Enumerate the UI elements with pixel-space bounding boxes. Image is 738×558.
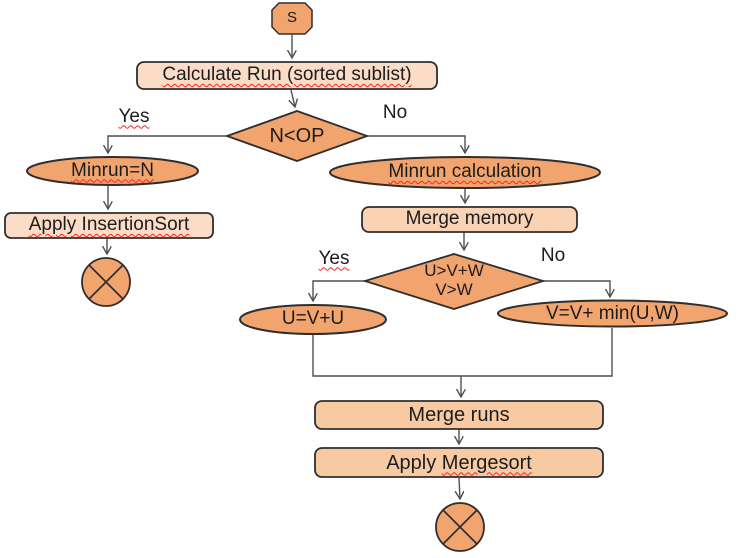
decision2-line1: U>V+W xyxy=(424,260,484,280)
edge-join-lines xyxy=(312,328,613,377)
decision1-yes-label: Yes xyxy=(118,105,150,127)
start-node-label: S xyxy=(286,9,297,27)
decision-n-op xyxy=(224,110,370,162)
process-merge-memory xyxy=(361,206,578,233)
apply-mergesort-word: Mergesort xyxy=(441,451,532,474)
node-minrun-n xyxy=(26,156,199,186)
process-calculate-run xyxy=(136,61,438,90)
process-merge-runs xyxy=(314,400,604,430)
process-apply-mergesort xyxy=(314,447,604,478)
edge-decision2-yes xyxy=(313,280,365,301)
merge-memory-label: Merge memory xyxy=(405,208,534,230)
decision2-line2: V>W xyxy=(435,279,473,299)
edge-mergesort-to-end xyxy=(459,477,460,499)
decision1-label: N<OP xyxy=(269,125,325,147)
x-mark-icon xyxy=(88,264,124,300)
apply-insertionsort-label: Apply InsertionSort xyxy=(28,214,190,236)
edge-decision1-no xyxy=(367,135,465,153)
node-v-update xyxy=(497,299,728,328)
minrun-n-label: Minrun=N xyxy=(71,159,154,181)
start-node xyxy=(271,2,313,35)
decision2-no-label: No xyxy=(540,244,566,266)
decision2-label: U>V+W V>W xyxy=(365,252,543,309)
node-minrun-calculation xyxy=(329,156,601,189)
decision-u-v-w xyxy=(361,253,547,310)
process-apply-insertionsort xyxy=(4,212,214,239)
minrun-calculation-label: Minrun calculation xyxy=(388,161,542,183)
node-u-update xyxy=(239,304,387,335)
edge-decision1-yes xyxy=(108,135,227,153)
v-update-label: V=V+ min(U,W) xyxy=(545,302,680,324)
u-update-label: U=V+U xyxy=(281,308,345,330)
edge-decision2-no xyxy=(543,280,610,297)
decision2-yes-label: Yes xyxy=(318,247,350,269)
merge-runs-label: Merge runs xyxy=(408,404,510,426)
edge-calcrun-to-decision1 xyxy=(291,89,295,107)
x-mark-icon xyxy=(442,509,478,545)
decision1-no-label: No xyxy=(382,101,408,123)
apply-mergesort-label: Apply Mergesort xyxy=(315,448,603,477)
apply-mergesort-prefix: Apply xyxy=(386,451,437,474)
calculate-run-label: Calculate Run (sorted sublist) xyxy=(162,64,412,86)
